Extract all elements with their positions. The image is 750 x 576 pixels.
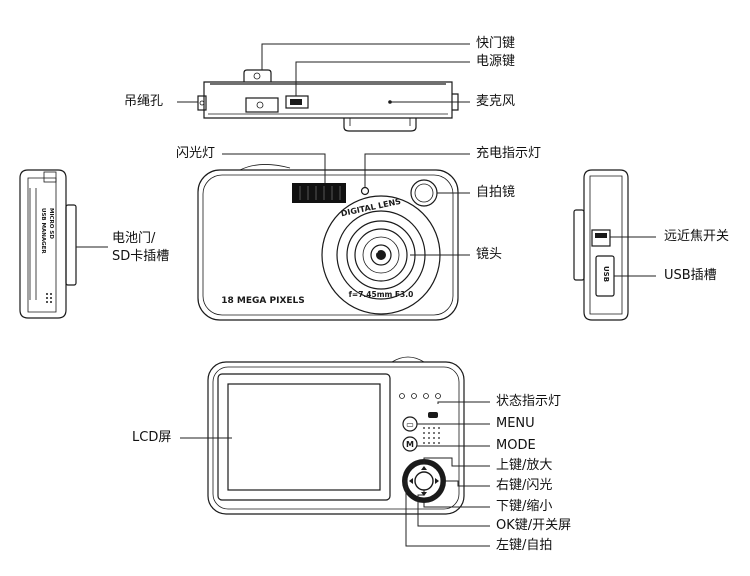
label-strap-hole: 吊绳孔 (124, 94, 164, 109)
label-focus-switch: 远近焦开关 (664, 229, 730, 244)
label-lens: 镜头 (476, 247, 503, 262)
mode-button-shape (402, 436, 418, 452)
lcd-screen-shape (217, 373, 391, 501)
charge-led (360, 186, 370, 196)
label-sd-slot: SD卡插槽 (112, 249, 170, 264)
label-mode: MODE (496, 438, 536, 453)
svg-text:▭: ▭ (406, 420, 414, 429)
camera-top-view (197, 69, 459, 132)
svg-text:MICRO SD: MICRO SD (48, 208, 54, 239)
status-led-shape (428, 412, 438, 418)
label-down-key: 下键/缩小 (496, 499, 553, 514)
label-left-key: 左键/自拍 (496, 538, 553, 553)
label-status-indicator: 状态指示灯 (496, 394, 562, 409)
label-microphone: 麦克风 (476, 94, 516, 109)
camera-front-view: DIGITAL LENS f=7.45mm F3.0 18 MEGA PIXEL… (197, 164, 459, 321)
svg-text:USB MANAGER: USB MANAGER (40, 208, 46, 254)
label-right-key: 右键/闪光 (496, 478, 553, 493)
label-usb-slot: USB插槽 (664, 268, 717, 283)
lcd-display-area (227, 383, 381, 491)
power-switch (285, 95, 309, 109)
leader-lines (76, 43, 656, 547)
shutter-button (243, 69, 272, 82)
dpad-shape (402, 459, 446, 503)
label-lcd-screen: LCD屏 (132, 430, 172, 445)
label-menu: MENU (496, 416, 535, 431)
focus-switch-shape (591, 229, 611, 247)
camera-left-side-view: USB MANAGER MICRO SD (19, 169, 77, 319)
label-flash: 闪光灯 (176, 146, 216, 161)
camera-back-view: ▭ M (207, 356, 465, 515)
megapixel-text: 18 MEGA PIXELS (221, 296, 305, 306)
lens-spec-text: f=7.45mm F3.0 (349, 290, 414, 299)
shutter-panel (245, 97, 279, 113)
usb-port-text: USB (602, 266, 610, 282)
label-ok-key: OK键/开关屏 (496, 518, 572, 533)
label-shutter-key: 快门键 (476, 36, 516, 51)
label-up-key: 上键/放大 (496, 458, 553, 473)
label-self-timer-mirror: 自拍镜 (476, 185, 516, 200)
lens-ring-text: DIGITAL LENS (340, 197, 402, 219)
label-battery-door: 电池门/ (112, 231, 156, 246)
camera-right-side-view: USB (573, 169, 629, 321)
svg-text:M: M (406, 440, 414, 449)
label-charge-indicator: 充电指示灯 (476, 146, 542, 161)
label-power-key: 电源键 (476, 54, 516, 69)
